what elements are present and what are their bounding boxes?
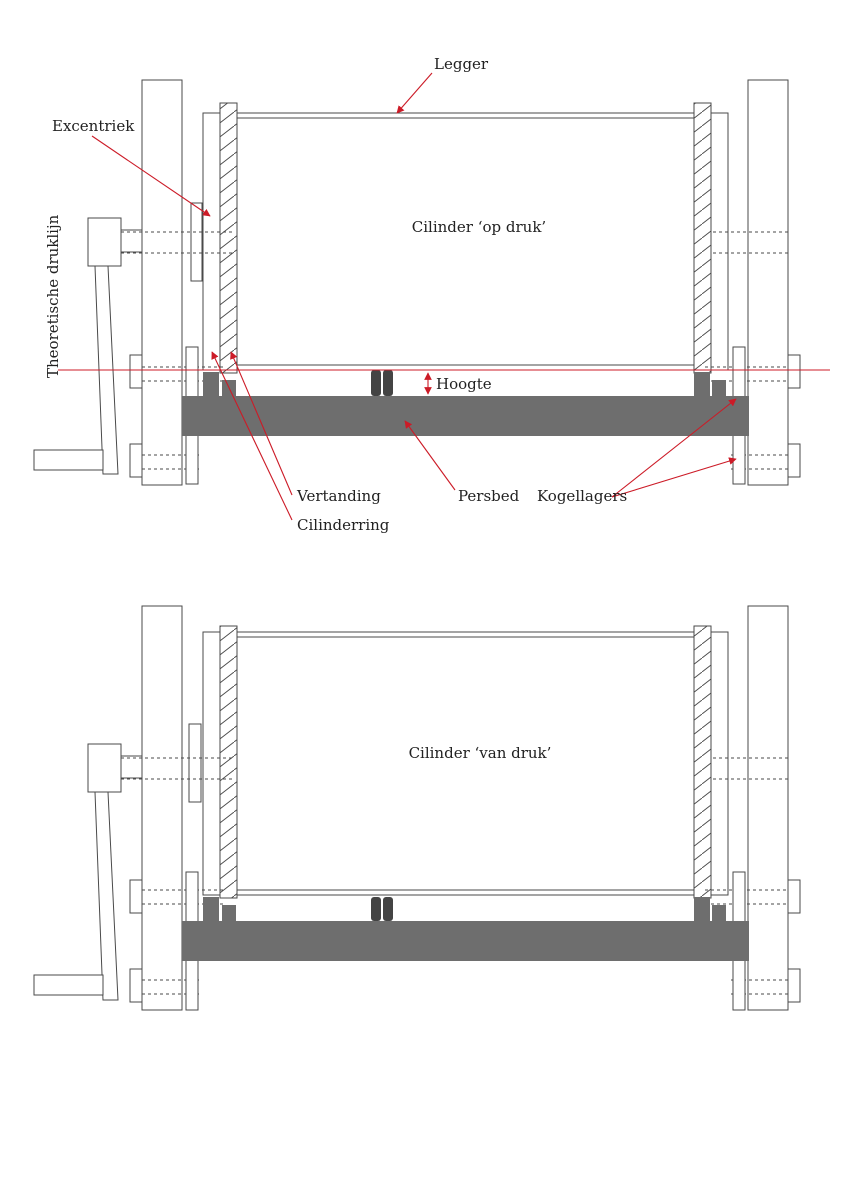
bolt-right-upper bbox=[787, 354, 801, 389]
right-side-frame bbox=[747, 79, 789, 486]
bolt-left-lower bbox=[129, 968, 143, 1003]
bolt-right-upper bbox=[787, 879, 801, 914]
bolt-right-lower bbox=[787, 443, 801, 478]
right-cylinder-ring bbox=[710, 112, 729, 371]
eccentric-plate bbox=[190, 202, 203, 282]
bolt-left-lower bbox=[129, 443, 143, 478]
right-cylinder-ring bbox=[710, 631, 729, 896]
cylinder-body bbox=[236, 631, 695, 896]
left-side-frame bbox=[141, 79, 183, 486]
press-bed bbox=[182, 921, 749, 961]
press-van-druk: Cilinder ‘van druk’ bbox=[33, 605, 801, 1011]
bolt-left-upper bbox=[129, 354, 143, 389]
type-block bbox=[371, 897, 381, 921]
vertanding-label: Vertanding bbox=[296, 487, 381, 505]
cylinder-body bbox=[236, 112, 695, 371]
top-cylinder-title: Cilinder ‘op druk’ bbox=[412, 218, 546, 236]
right-gear-teeth bbox=[693, 102, 712, 374]
theoretische-druklijn-label: Theoretische druklijn bbox=[44, 214, 62, 378]
right-side-frame bbox=[747, 605, 789, 1011]
legger-label: Legger bbox=[434, 55, 489, 73]
left-side-frame bbox=[141, 605, 183, 1011]
bottom-cylinder-title: Cilinder ‘van druk’ bbox=[409, 744, 552, 762]
press-bed bbox=[182, 396, 749, 436]
press-op-druk: Legger Excentriek Theoretische druklijn … bbox=[33, 55, 830, 534]
crank-handle bbox=[33, 217, 143, 475]
cilinderring-label: Cilinderring bbox=[297, 516, 390, 534]
type-block bbox=[371, 370, 381, 396]
bolt-right-lower bbox=[787, 968, 801, 1003]
left-gear-teeth bbox=[219, 102, 238, 374]
eccentric-plate bbox=[188, 723, 202, 803]
excentriek-label: Excentriek bbox=[52, 117, 135, 135]
left-gear-teeth bbox=[219, 625, 238, 899]
bolt-left-upper bbox=[129, 879, 143, 914]
crank-handle bbox=[33, 743, 143, 1001]
left-cylinder-ring bbox=[202, 631, 221, 896]
left-cylinder-ring bbox=[202, 112, 221, 371]
kogellagers-label: Kogellagers bbox=[537, 487, 627, 505]
hoogte-label: Hoogte bbox=[436, 375, 492, 393]
right-gear-teeth bbox=[693, 625, 712, 899]
persbed-label: Persbed bbox=[458, 487, 520, 505]
